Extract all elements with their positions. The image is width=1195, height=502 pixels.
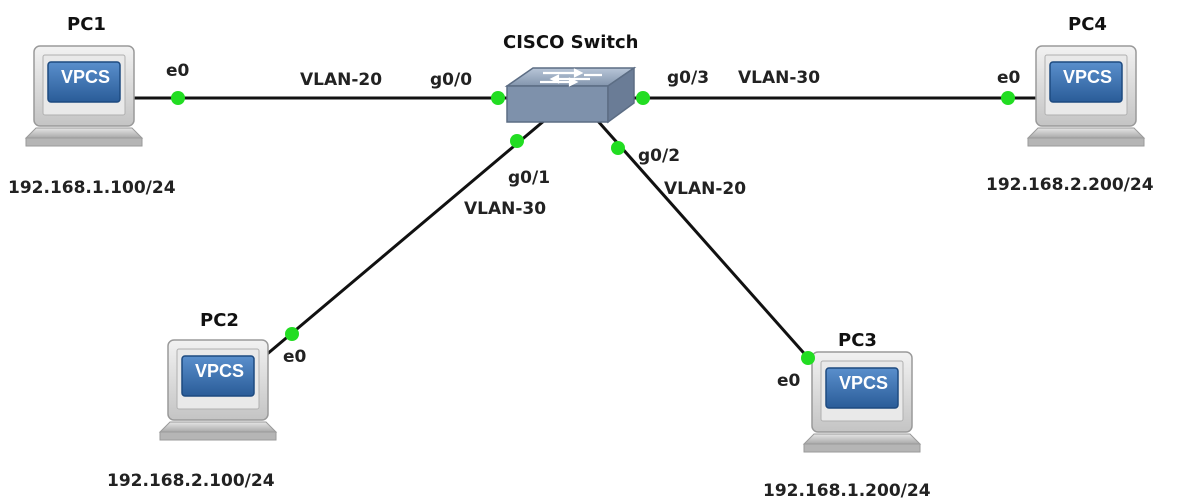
vpcs-monitor-icon <box>1027 45 1145 147</box>
switch-icon <box>504 66 637 124</box>
vpcs-monitor-icon <box>25 45 143 147</box>
pc4-name: PC4 <box>1068 14 1107 35</box>
cisco-switch[interactable]: CISCO Switch <box>503 32 639 124</box>
switch-port-label-g0-2: g0/2 <box>638 146 680 166</box>
link-pc3-switch[interactable] <box>595 119 812 361</box>
switch-port-label-g0-0: g0/0 <box>430 70 472 90</box>
vpcs-label: VPCS <box>61 67 110 87</box>
port-dot-pc2-e0[interactable] <box>285 327 299 341</box>
pc3-name: PC3 <box>838 330 877 351</box>
vlan-label-link-pc3: VLAN-20 <box>664 179 746 199</box>
vlan-label-link-pc1: VLAN-20 <box>300 70 382 90</box>
pc3-ip-address: 192.168.1.200/24 <box>763 481 931 501</box>
link-pc2-switch[interactable] <box>265 118 546 357</box>
vpcs-label: VPCS <box>839 373 888 393</box>
switch-port-label-g0-1: g0/1 <box>508 168 550 188</box>
vpcs-label: VPCS <box>195 361 244 381</box>
pc1-port-label: e0 <box>166 61 190 81</box>
pc2-ip-address: 192.168.2.100/24 <box>107 471 275 491</box>
pc2-name: PC2 <box>200 310 239 331</box>
port-dot-switch-g0-3[interactable] <box>636 91 650 105</box>
pc1-node[interactable]: VPCS PC1 192.168.1.100/24 <box>8 14 176 198</box>
pc1-name: PC1 <box>67 14 106 35</box>
pc4-ip-address: 192.168.2.200/24 <box>986 175 1154 195</box>
pc4-port-label: e0 <box>997 68 1021 88</box>
vpcs-label: VPCS <box>1063 67 1112 87</box>
vpcs-monitor-icon <box>803 351 921 453</box>
pc3-port-label: e0 <box>777 371 801 391</box>
pc4-node[interactable]: VPCS PC4 192.168.2.200/24 <box>986 14 1154 195</box>
vpcs-monitor-icon <box>159 339 277 441</box>
pc2-node[interactable]: VPCS PC2 192.168.2.100/24 <box>107 310 277 491</box>
switch-port-label-g0-3: g0/3 <box>667 68 709 88</box>
port-dot-pc4-e0[interactable] <box>1001 91 1015 105</box>
port-dot-switch-g0-1[interactable] <box>510 134 524 148</box>
switch-name: CISCO Switch <box>503 32 639 53</box>
pc1-ip-address: 192.168.1.100/24 <box>8 178 176 198</box>
vlan-label-link-pc4: VLAN-30 <box>738 68 820 88</box>
port-dot-switch-g0-2[interactable] <box>611 141 625 155</box>
port-dot-pc3-e0[interactable] <box>801 351 815 365</box>
port-dot-pc1-e0[interactable] <box>171 91 185 105</box>
pc2-port-label: e0 <box>283 347 307 367</box>
vlan-label-link-pc2: VLAN-30 <box>464 199 546 219</box>
pc3-node[interactable]: VPCS PC3 192.168.1.200/24 <box>763 330 931 501</box>
port-dot-switch-g0-0[interactable] <box>491 91 505 105</box>
